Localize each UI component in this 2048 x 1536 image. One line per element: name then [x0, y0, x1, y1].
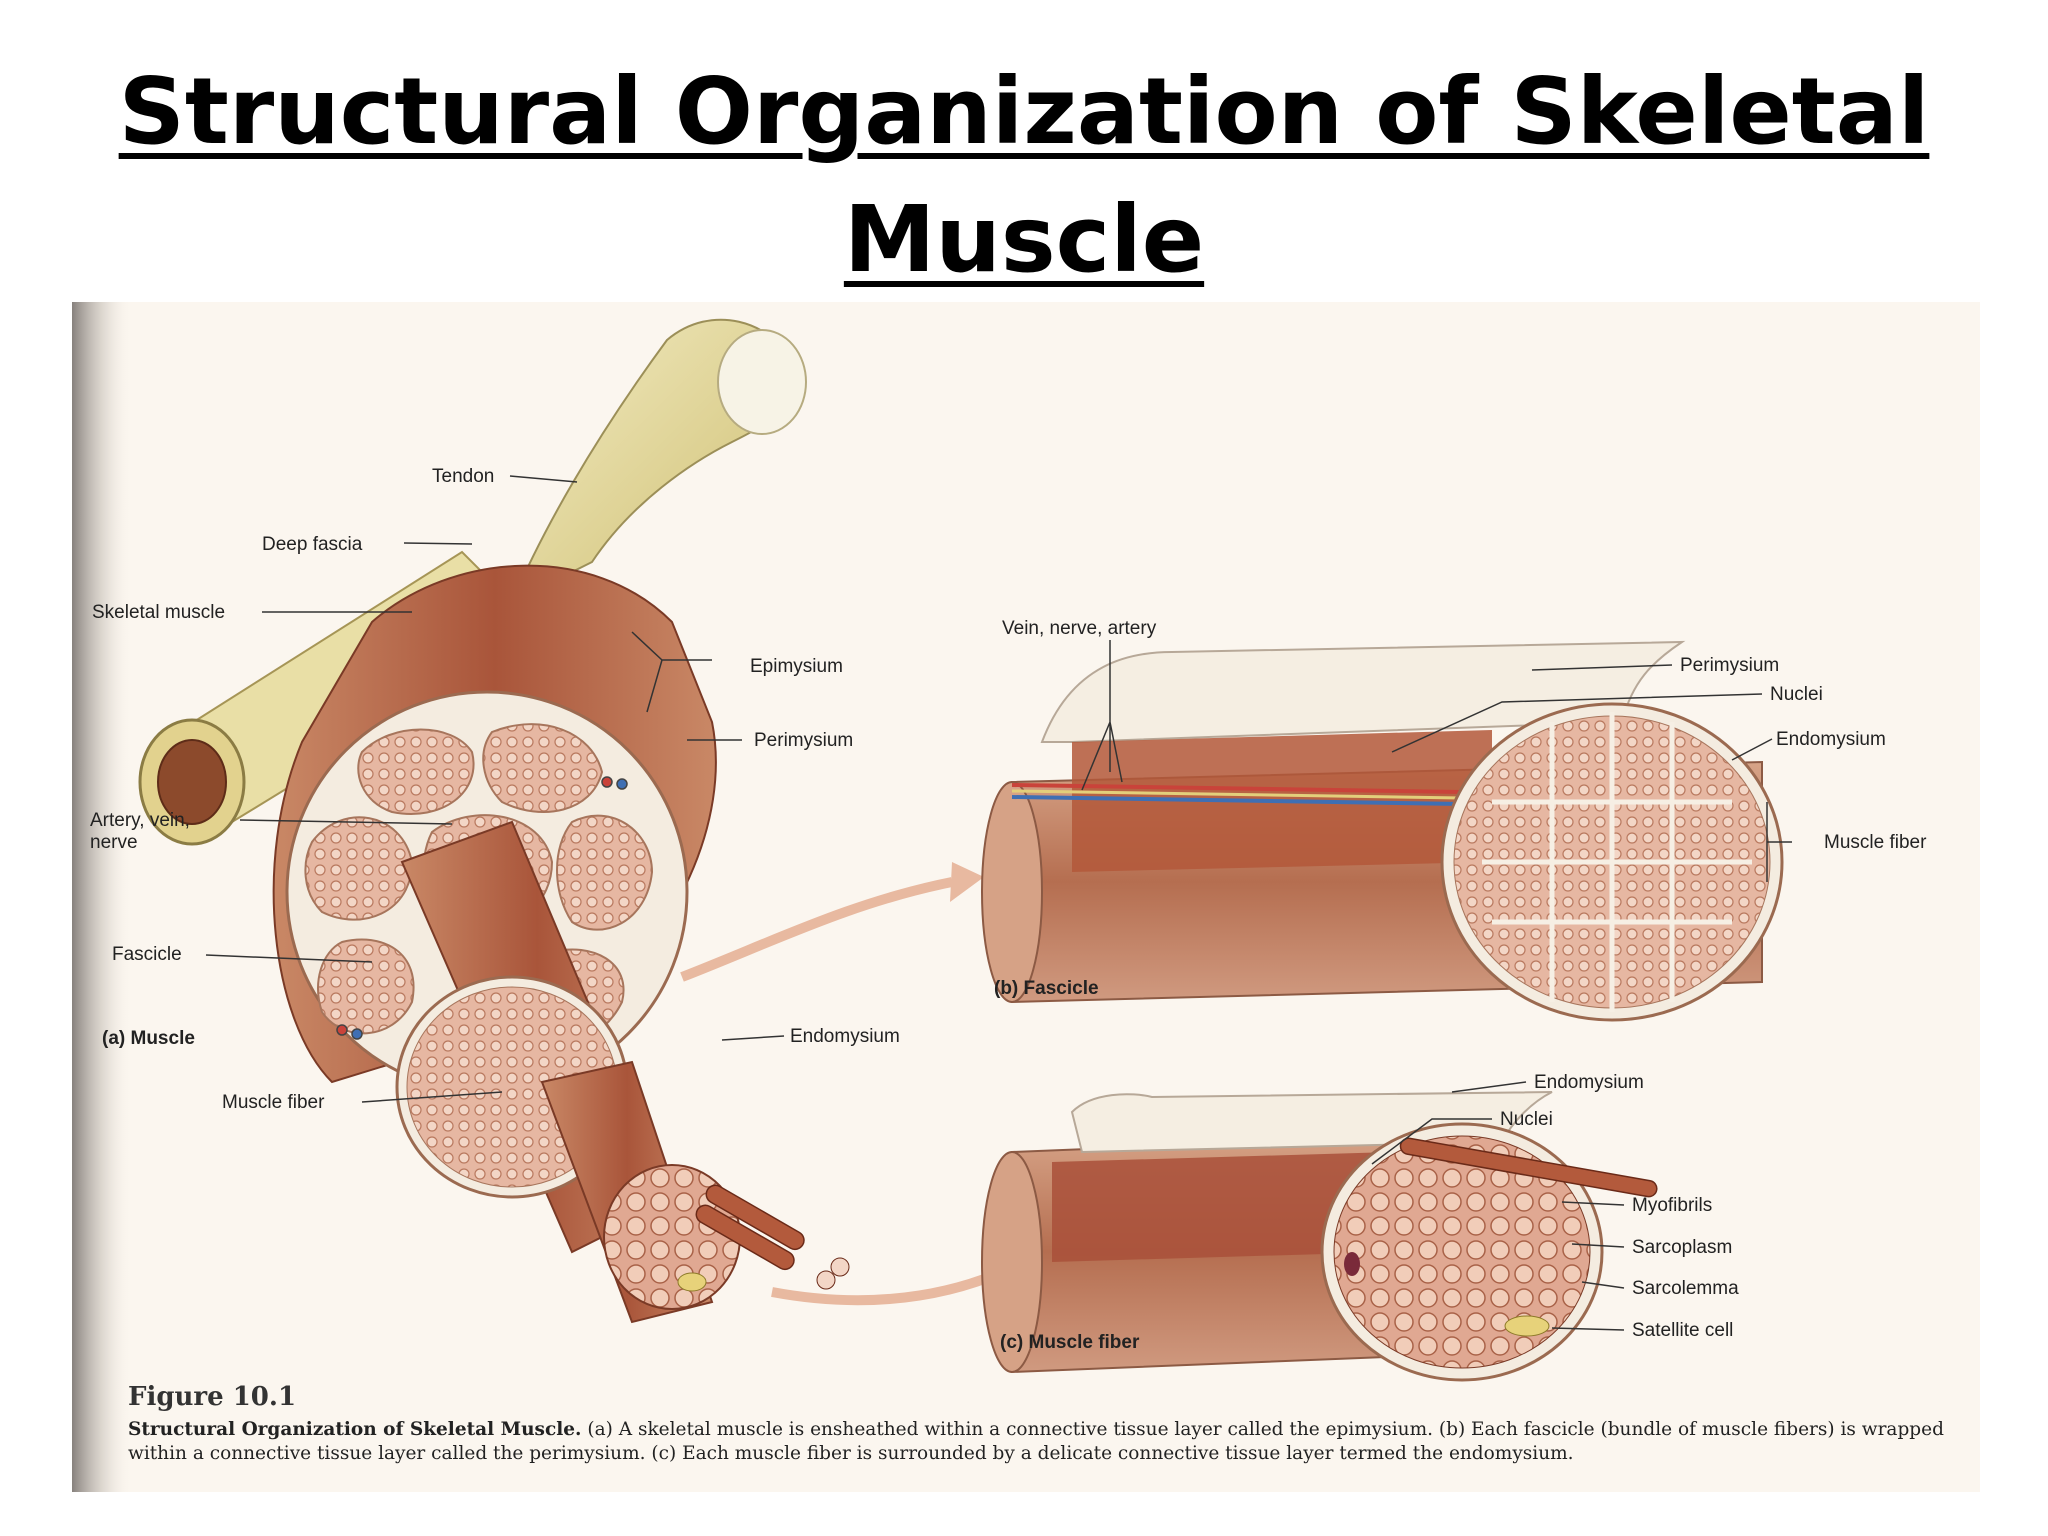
label-epimysium-a: Epimysium — [750, 656, 843, 677]
panel-c-label: (c) Muscle fiber — [1000, 1332, 1140, 1353]
label-artery-vein-nerve-2: nerve — [90, 832, 138, 853]
caption-body: (a) A skeletal muscle is ensheathed with… — [128, 1419, 1944, 1464]
panel-b-label: (b) Fascicle — [994, 978, 1099, 999]
label-tendon: Tendon — [432, 466, 494, 487]
label-muscle-fiber-a: Muscle fiber — [222, 1092, 325, 1113]
label-muscle-fiber-b: Muscle fiber — [1824, 832, 1927, 853]
label-nuclei-b: Nuclei — [1770, 684, 1823, 705]
label-skeletal-muscle: Skeletal muscle — [92, 602, 225, 623]
label-myofibrils: Myofibrils — [1632, 1195, 1712, 1216]
figure-caption: Figure 10.1 Structural Organization of S… — [128, 1382, 1958, 1466]
label-satellite-cell: Satellite cell — [1632, 1320, 1733, 1341]
label-nuclei-c: Nuclei — [1500, 1109, 1553, 1130]
muscle-illustration: Tendon Deep fascia Skeletal muscle Epimy… — [72, 302, 1927, 1492]
label-fascicle-a: Fascicle — [112, 944, 182, 965]
figure-number: Figure 10.1 — [128, 1382, 297, 1412]
title-line-2: Muscle — [843, 186, 1205, 293]
title-line-1: Structural Organization of Skeletal — [118, 58, 1930, 165]
caption-bold-title: Structural Organization of Skeletal Musc… — [128, 1419, 582, 1440]
slide-title: Structural Organization of Skeletal Musc… — [0, 48, 2048, 304]
label-perimysium-a: Perimysium — [754, 730, 853, 751]
label-artery-vein-nerve-1: Artery, vein, — [90, 810, 190, 831]
label-sarcoplasm: Sarcoplasm — [1632, 1237, 1732, 1258]
label-perimysium-b: Perimysium — [1680, 655, 1779, 676]
caption-text: Structural Organization of Skeletal Musc… — [128, 1418, 1958, 1466]
label-vein-nerve-artery: Vein, nerve, artery — [1002, 618, 1157, 639]
label-sarcolemma: Sarcolemma — [1632, 1278, 1739, 1299]
label-endomysium-a: Endomysium — [790, 1026, 900, 1047]
label-deep-fascia: Deep fascia — [262, 534, 363, 555]
muscle-structure-figure: Tendon Deep fascia Skeletal muscle Epimy… — [72, 302, 1980, 1492]
label-endomysium-c: Endomysium — [1534, 1072, 1644, 1093]
label-endomysium-b: Endomysium — [1776, 729, 1886, 750]
panel-a-label: (a) Muscle — [102, 1028, 195, 1049]
